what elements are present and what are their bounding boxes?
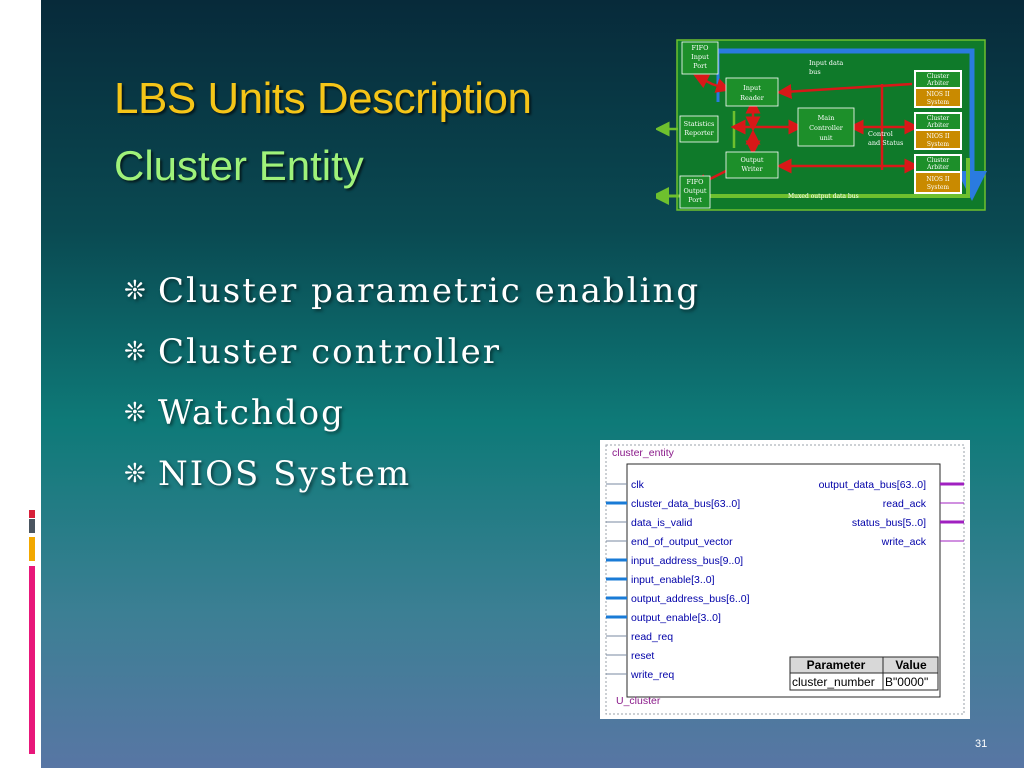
param-value-row — [789, 672, 939, 691]
input-port-label: input_address_bus[9..0] — [631, 555, 743, 567]
instance-name: U_cluster — [616, 695, 661, 707]
bullet-icon: ❊ — [124, 459, 148, 489]
block-diagram: FIFO Input Port Input Reader Statistics … — [656, 39, 987, 211]
svg-text:Writer: Writer — [741, 165, 763, 173]
svg-text:FIFO: FIFO — [687, 178, 704, 186]
svg-text:Statistics: Statistics — [684, 120, 715, 128]
fifo-output-block: FIFO Output Port — [679, 175, 711, 209]
output-port-label: read_ack — [883, 498, 927, 510]
param-header-name: Parameter — [807, 658, 866, 672]
input-port-label: write_req — [630, 669, 674, 681]
svg-text:NIOS II: NIOS II — [926, 91, 950, 98]
output-port-label: write_ack — [881, 536, 927, 548]
svg-text:Main: Main — [818, 114, 835, 122]
svg-text:NIOS II: NIOS II — [926, 133, 950, 140]
control-status-label: and Status — [868, 139, 903, 147]
svg-text:System: System — [927, 184, 950, 191]
svg-text:Cluster: Cluster — [927, 115, 949, 122]
svg-text:Input: Input — [691, 53, 709, 61]
svg-text:Reader: Reader — [740, 94, 765, 102]
svg-text:Port: Port — [688, 196, 702, 204]
bullet-icon: ❊ — [124, 337, 148, 367]
param-value-cell: B"0000" — [885, 675, 928, 689]
svg-text:Output: Output — [683, 187, 706, 195]
svg-text:Output: Output — [740, 156, 763, 164]
bullet-icon: ❊ — [124, 276, 148, 306]
bullet-text: NIOS System — [158, 454, 412, 494]
svg-text:Port: Port — [693, 62, 707, 70]
input-data-bus-label: bus — [809, 68, 821, 76]
cluster-stack-2: Cluster Arbiter NIOS II System — [914, 112, 962, 150]
title-line-1: LBS Units Description — [114, 74, 532, 123]
control-status-label: Control — [868, 130, 893, 138]
left-margin-panel — [0, 0, 41, 768]
bullet-text: Cluster controller — [158, 332, 501, 372]
param-name-cell: cluster_number — [792, 675, 875, 689]
bullet-text: Watchdog — [158, 393, 345, 433]
input-data-bus-label: Input data — [809, 59, 843, 67]
output-writer-block: Output Writer — [725, 151, 779, 179]
parameter-table: Parameter Value cluster_number B"0000" — [789, 656, 939, 691]
arrow — [776, 82, 913, 100]
input-port-label: data_is_valid — [631, 517, 692, 529]
decor-bar-orange — [29, 537, 35, 561]
output-ports: output_data_bus[63..0] read_ack status_bus… — [819, 479, 964, 548]
entity-name: cluster_entity — [612, 447, 675, 459]
svg-text:NIOS II: NIOS II — [926, 176, 950, 183]
input-port-label: clk — [631, 479, 645, 491]
bullet-list: ❊ Cluster parametric enabling ❊ Cluster co… — [124, 266, 700, 510]
svg-text:System: System — [927, 99, 950, 106]
input-port-label: output_address_bus[6..0] — [631, 593, 750, 605]
statistics-reporter-block: Statistics Reporter — [679, 115, 719, 143]
param-header-value: Value — [895, 658, 927, 672]
input-port-label: end_of_output_vector — [631, 536, 733, 548]
muxed-output-label: Muxed output data bus — [788, 193, 859, 200]
input-port-label: cluster_data_bus[63..0] — [631, 498, 740, 510]
svg-text:System: System — [927, 141, 950, 148]
output-port-label: status_bus[5..0] — [852, 517, 926, 529]
svg-text:Input: Input — [743, 84, 761, 92]
entity-symbol-panel: cluster_entity clk cluster_data_bus[63..0… — [600, 440, 970, 719]
svg-text:Reporter: Reporter — [684, 129, 714, 137]
svg-text:Arbiter: Arbiter — [926, 80, 949, 87]
cluster-stack-3: Cluster Arbiter NIOS II System — [914, 154, 962, 194]
bullet-item: ❊ Cluster parametric enabling — [124, 266, 700, 327]
bullet-item: ❊ NIOS System — [124, 449, 700, 510]
svg-text:unit: unit — [819, 134, 832, 142]
input-bus-line — [718, 48, 987, 201]
title-line-2: Cluster Entity — [114, 142, 364, 189]
cluster-stack-1: Cluster Arbiter NIOS II System — [914, 70, 962, 108]
input-port-label: reset — [631, 650, 654, 662]
main-controller-block: Main Controller unit — [797, 107, 855, 147]
bullet-icon: ❊ — [124, 398, 148, 428]
arrow — [693, 74, 732, 93]
svg-text:FIFO: FIFO — [692, 44, 709, 52]
output-port-label: output_data_bus[63..0] — [819, 479, 927, 491]
entity-outer-border — [605, 444, 965, 715]
svg-text:Cluster: Cluster — [927, 157, 949, 164]
fifo-input-block: FIFO Input Port — [681, 41, 719, 75]
input-port-label: read_req — [631, 631, 673, 643]
input-ports: clk cluster_data_bus[63..0] data_is_valide… — [606, 479, 750, 681]
bullet-text: Cluster parametric enabling — [158, 271, 701, 311]
bullet-item: ❊ Cluster controller — [124, 327, 700, 388]
decor-bar-red — [29, 510, 35, 518]
svg-text:Controller: Controller — [809, 124, 844, 132]
svg-text:Arbiter: Arbiter — [926, 164, 949, 171]
output-bus-line — [710, 158, 970, 198]
decor-bar-pink — [29, 566, 35, 754]
svg-text:Arbiter: Arbiter — [926, 122, 949, 129]
entity-symbol: cluster_entity clk cluster_data_bus[63..0… — [605, 444, 965, 715]
decor-bar-gray — [29, 519, 35, 533]
input-port-label: input_enable[3..0] — [631, 574, 715, 586]
bullet-item: ❊ Watchdog — [124, 388, 700, 449]
svg-text:Cluster: Cluster — [927, 73, 949, 80]
input-port-label: output_enable[3..0] — [631, 612, 721, 624]
page-number: 31 — [975, 738, 988, 750]
input-reader-block: Input Reader — [725, 77, 779, 107]
